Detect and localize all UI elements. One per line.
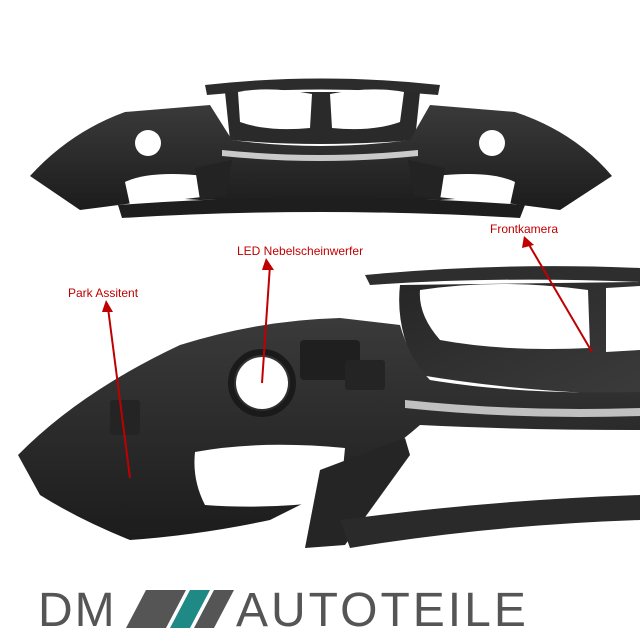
dm-autoteile-logo: DM AUTOTEILE	[38, 586, 529, 630]
arrow-front-camera	[527, 242, 593, 353]
label-led-fog: LED Nebelscheinwerfer	[237, 244, 364, 258]
annotation-arrows	[102, 236, 593, 479]
logo-text-autoteile: AUTOTEILE	[236, 586, 529, 630]
bumper-front-view	[30, 78, 612, 218]
label-park-assist: Park Assitent	[68, 286, 139, 300]
label-front-camera: Frontkamera	[490, 222, 559, 236]
bumper-closeup-view	[18, 266, 640, 548]
logo-stripe-2	[170, 590, 210, 628]
logo-stripe-3	[194, 590, 234, 628]
logo-stripe-1	[126, 590, 186, 628]
logo-text-dm: DM	[38, 586, 117, 630]
arrow-park-assist	[107, 307, 131, 479]
arrow-led-fog	[261, 264, 271, 384]
